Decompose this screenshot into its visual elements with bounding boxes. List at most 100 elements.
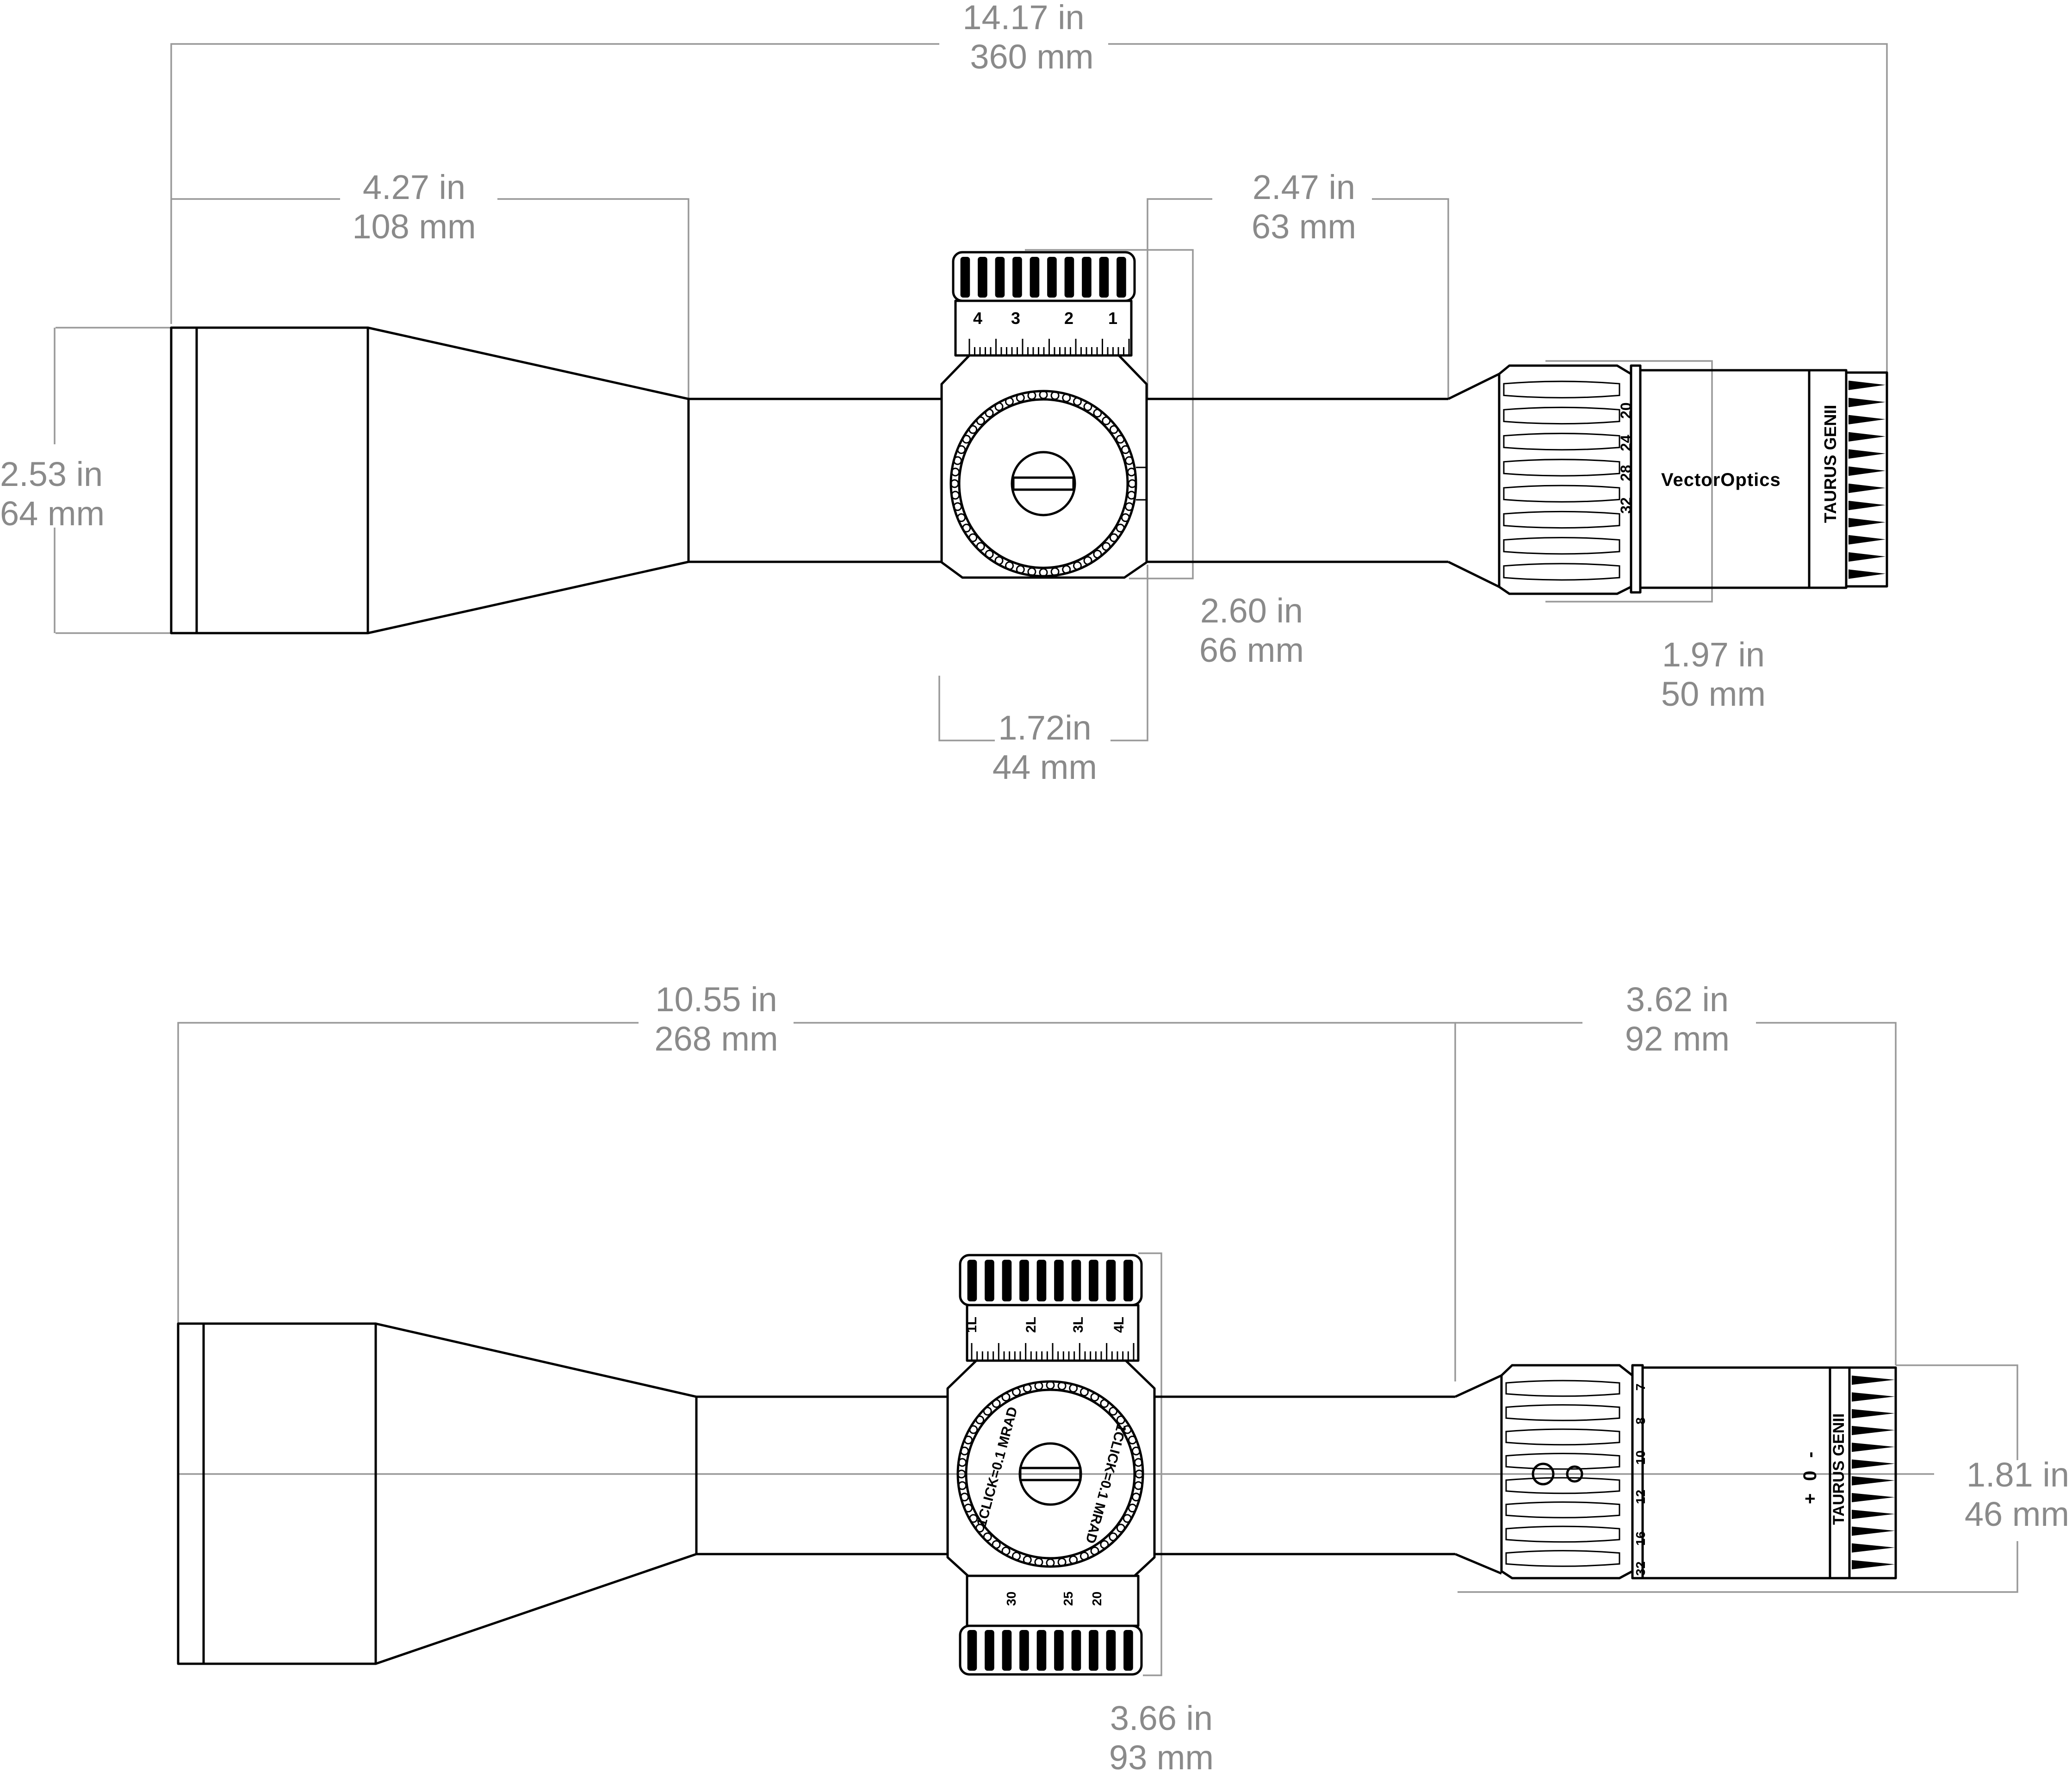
diopter-ridge [1849, 415, 1886, 424]
knurl-ridge [978, 257, 987, 298]
turret-span-in: 3.66 in [1110, 1699, 1213, 1737]
top-dimension-labels: 14.17 in 360 mm 4.27 in 108 mm 2.47 in 6… [0, 0, 1766, 786]
dial-tooth [1127, 467, 1136, 477]
dial-tooth [1116, 1524, 1125, 1533]
mag-mark-16: 16 [1633, 1531, 1648, 1546]
dial-tooth [1100, 1399, 1109, 1408]
dial-tooth [1128, 479, 1137, 488]
dial-tooth [1023, 1384, 1032, 1393]
grip-rib [1505, 1428, 1620, 1446]
dial-tooth [1109, 425, 1118, 434]
diopter-ridge [1849, 535, 1886, 545]
diopter-ridge [1852, 1443, 1895, 1452]
mag-mark-20: 20 [1618, 402, 1634, 419]
eyepiece-ring-mm: 63 mm [1252, 207, 1356, 246]
diopter-ridge [1849, 569, 1886, 579]
dial-tooth [983, 1406, 992, 1416]
dial-tooth [964, 1436, 973, 1445]
grip-rib [1503, 380, 1620, 398]
windage-mark-4L: 4L [1111, 1317, 1127, 1333]
objective-section-in: 4.27 in [363, 168, 465, 206]
dial-tooth [1027, 567, 1036, 576]
diopter-ridge [1849, 483, 1886, 493]
grip-rib [1503, 459, 1620, 477]
knurl-ridge [1012, 257, 1022, 298]
magnification-ring-ribs-bottom [1505, 1380, 1620, 1567]
diopter-ridge [1849, 432, 1886, 442]
diopter-ridge [1852, 1426, 1895, 1435]
dial-tooth [985, 409, 994, 418]
top-elevation-turret: 4 3 2 1 [940, 251, 1148, 579]
knurl-ridge [1089, 1630, 1098, 1671]
dial-tooth [1093, 549, 1102, 559]
dial-tooth [1109, 1532, 1118, 1542]
grip-rib [1503, 406, 1620, 425]
model-name-bottom: TAURUS GENII [1830, 1413, 1848, 1525]
mag-mark-8: 8 [1633, 1417, 1648, 1424]
grip-rib [1505, 1501, 1620, 1518]
knurl-ridge [1054, 1260, 1064, 1301]
objective-eyepiece-in: 10.55 in [655, 980, 777, 1019]
eyepiece-diameter-in: 1.97 in [1662, 635, 1765, 674]
diopter-ridge [1852, 1493, 1895, 1502]
dial-tooth [1124, 502, 1134, 511]
model-name: TAURUS GENII [1821, 405, 1840, 523]
dial-tooth [1102, 542, 1111, 551]
grip-rib [1505, 1525, 1620, 1543]
dial-tooth [985, 549, 994, 559]
focus-mark-25: 25 [1061, 1592, 1075, 1606]
dial-tooth [1116, 1415, 1125, 1424]
objective-diameter-mm: 64 mm [0, 494, 105, 533]
dial-tooth [1001, 1546, 1011, 1555]
diopter-ridge [1852, 1375, 1895, 1385]
knurl-ridge [1082, 257, 1092, 298]
dial-tooth [1016, 393, 1025, 403]
grip-rib [1503, 485, 1620, 503]
knurl-ridge [1002, 1630, 1012, 1671]
dial-tooth [1090, 1393, 1099, 1402]
objective-diameter-in: 2.53 in [0, 455, 103, 493]
windage-knurling [967, 1260, 1133, 1301]
dial-tooth [1079, 1387, 1089, 1397]
diopter-knurling [1849, 380, 1886, 579]
grip-rib [1503, 510, 1620, 529]
dial-tooth [958, 1481, 967, 1490]
top-dimension-lines [54, 43, 1888, 741]
grip-rib [1503, 537, 1620, 555]
dial-tooth [1090, 1546, 1099, 1555]
dial-tooth [1012, 1551, 1021, 1561]
dial-tooth [976, 416, 985, 425]
dial-tooth [976, 542, 985, 551]
eyepiece-height-in: 1.81 in [1967, 1456, 2069, 1494]
bottom-main-tube [695, 1395, 1455, 1555]
elev-mark-1: 1 [1108, 309, 1117, 328]
dial-tooth [1062, 393, 1071, 403]
diopter-ridge [1852, 1459, 1895, 1469]
diopter-ridge [1849, 380, 1886, 390]
diopter-ridge [1849, 449, 1886, 459]
diopter-ridge [1852, 1543, 1895, 1553]
knurl-ridge [1123, 1630, 1133, 1671]
knurl-ridge [1036, 1260, 1047, 1301]
turret-height-in: 2.60 in [1200, 591, 1303, 630]
dial-tooth [950, 479, 959, 488]
click-value-right: 1CLICK=0.1 MRAD [1082, 1422, 1129, 1545]
dial-tooth [1102, 416, 1111, 425]
dial-tooth [968, 425, 978, 434]
dial-tooth [994, 402, 1004, 411]
focus-dial-teeth [957, 1381, 1144, 1568]
dial-tooth [953, 456, 962, 465]
diopter-ridge [1849, 501, 1886, 510]
mag-mark-10: 10 [1633, 1450, 1648, 1465]
eyepiece-height-mm: 46 mm [1965, 1495, 2069, 1533]
dial-tooth [960, 1493, 969, 1502]
saddle-length-in: 1.72in [998, 709, 1092, 747]
dial-tooth [1016, 565, 1025, 574]
dial-tooth [969, 1514, 978, 1523]
dial-tooth [1079, 1551, 1089, 1561]
dial-tooth [1039, 390, 1048, 399]
dial-tooth [1116, 435, 1125, 444]
knurl-ridge [1047, 257, 1057, 298]
magnification-ring-ribs [1503, 380, 1620, 581]
